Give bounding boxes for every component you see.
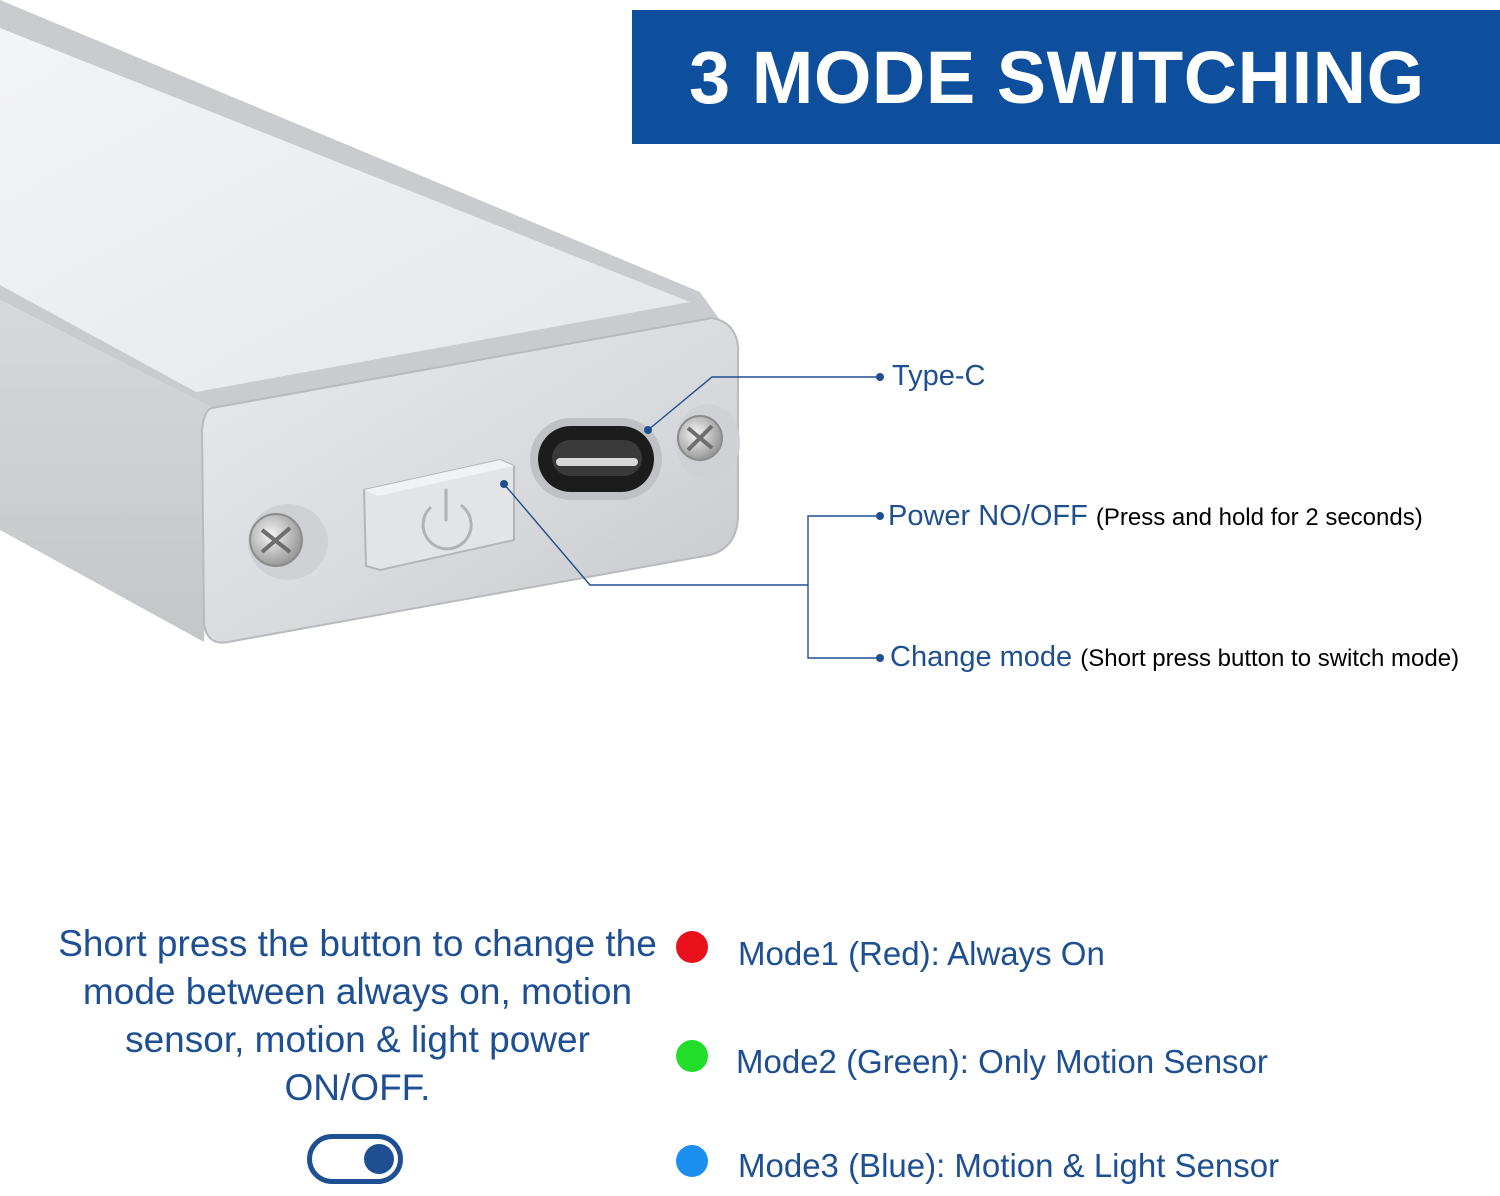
power-button[interactable] bbox=[362, 458, 515, 572]
toggle-switch-icon bbox=[307, 1134, 403, 1184]
title-banner: 3 MODE SWITCHING bbox=[632, 10, 1500, 144]
callout-power: Power NO/OFF (Press and hold for 2 secon… bbox=[888, 502, 1423, 531]
mode2-label: Mode2 (Green): Only Motion Sensor bbox=[736, 1043, 1268, 1080]
callout-lines bbox=[503, 376, 876, 659]
toggle-knob bbox=[364, 1144, 394, 1174]
usb-c-port-icon bbox=[530, 418, 662, 500]
screw-icon bbox=[248, 504, 328, 580]
mode3-label: Mode3 (Blue): Motion & Light Sensor bbox=[738, 1147, 1280, 1184]
screw-icon bbox=[676, 404, 740, 480]
callout-change-mode-note: (Short press button to switch mode) bbox=[1080, 645, 1460, 672]
callout-type-c: Type-C bbox=[892, 362, 985, 391]
light-bar-illustration bbox=[0, 0, 884, 662]
callout-type-c-label: Type-C bbox=[892, 360, 986, 392]
page-title: 3 MODE SWITCHING bbox=[689, 35, 1425, 119]
mode2-green-dot bbox=[676, 1040, 708, 1072]
mode1-red-dot bbox=[676, 931, 708, 963]
callout-change-mode: Change mode (Short press button to switc… bbox=[890, 643, 1459, 672]
callout-dots bbox=[500, 373, 884, 662]
mode3-blue-dot bbox=[676, 1145, 708, 1177]
callout-change-mode-label: Change mode bbox=[890, 641, 1073, 673]
power-icon bbox=[421, 488, 473, 551]
mode-description: Short press the button to change the mod… bbox=[58, 923, 657, 1108]
mode1-label: Mode1 (Red): Always On bbox=[738, 935, 1105, 972]
callout-power-note: (Press and hold for 2 seconds) bbox=[1095, 504, 1423, 531]
callout-power-label: Power NO/OFF bbox=[888, 500, 1088, 532]
